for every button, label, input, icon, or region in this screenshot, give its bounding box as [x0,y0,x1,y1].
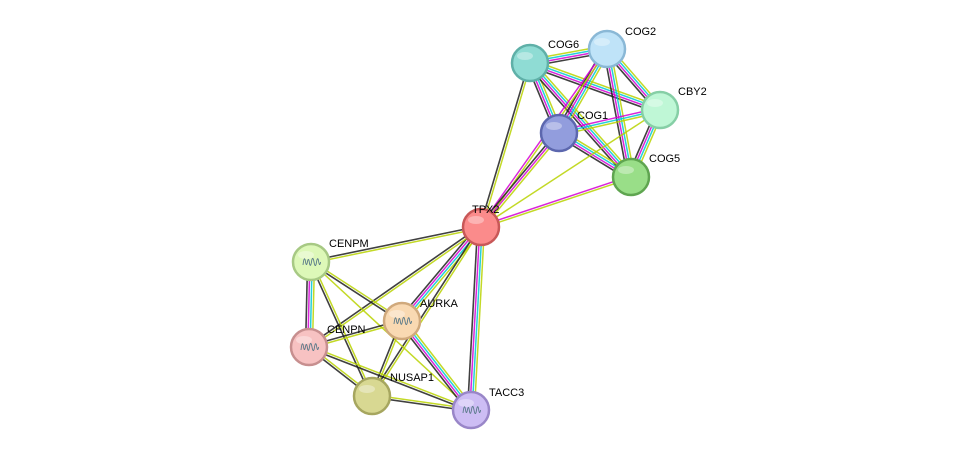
node-highlight [298,251,314,259]
node-highlight [296,336,312,344]
node-label: COG1 [577,110,608,122]
node-highlight [618,166,634,174]
edge-cog2-cog5[interactable] [602,48,636,178]
edge-evidence-textmining [311,261,374,396]
node-circle[interactable] [382,301,422,341]
edge-evidence-databases [530,61,633,177]
edge-tpx2-tacc3[interactable] [466,226,486,411]
edge-evidence-coexpression [466,226,479,410]
node-label: CENPM [329,238,369,250]
edge-tpx2-cenpn[interactable] [307,225,483,349]
edge-evidence-coexpression [398,224,479,320]
edge-evidence-textmining [311,227,482,264]
protein-structure-icon [302,257,322,267]
edge-evidence-databases [530,61,661,110]
edge-cenpm-nusap1[interactable] [309,261,374,397]
node-circle[interactable] [451,390,491,430]
edge-cog6-tpx2[interactable] [479,62,532,228]
node-label: COG5 [649,153,680,165]
node-cog6[interactable]: COG6 [510,39,579,83]
edge-evidence-textmining [372,227,483,398]
node-circle[interactable] [510,43,550,83]
edge-evidence-databases [607,48,633,177]
edge-evidence-textmining [530,59,662,108]
node-cby2[interactable]: CBY2 [640,86,707,130]
node-highlight [647,99,663,107]
node-cog1[interactable]: COG1 [539,110,608,153]
node-cog2[interactable]: COG2 [587,26,656,69]
edge-evidence-experiments [469,226,481,410]
node-highlight [546,122,562,130]
edge-evidence-coexpression [310,225,481,262]
node-label: NUSAP1 [390,372,434,384]
node-label: COG2 [625,26,656,38]
edge-cog1-tpx2[interactable] [478,131,562,229]
protein-structure-icon [300,342,320,352]
edge-cenpn-tacc3[interactable] [308,345,472,412]
node-highlight [517,52,533,60]
node-label: COG6 [548,39,579,51]
edge-evidence-experiments [605,49,631,178]
node-circle[interactable] [289,327,329,367]
edge-cog6-cog5[interactable] [526,60,635,180]
node-circle[interactable] [539,113,579,153]
edge-evidence-textmining [309,345,472,410]
node-circle[interactable] [352,376,392,416]
edge-tpx2-nusap1[interactable] [370,225,483,398]
edge-evidence-coexpression [308,347,471,412]
edge-evidence-textmining [473,227,486,411]
edge-evidence-experiments [400,225,481,321]
edge-evidence-textmining [609,48,636,177]
node-tacc3[interactable]: TACC3 [451,387,524,430]
edge-evidence-textmining [481,177,632,229]
node-circle[interactable] [611,157,651,197]
edge-cog6-cby2[interactable] [528,59,662,114]
node-circle[interactable] [461,207,501,247]
node-cenpn[interactable]: CENPN [289,324,366,367]
node-label: TPX2 [472,204,500,216]
node-highlight [389,310,405,318]
node-label: CENPN [327,324,366,336]
edge-evidence-textmining [481,63,532,228]
edge-evidence-experiments [480,175,631,227]
edge-evidence-textmining [480,109,661,228]
node-circle[interactable] [587,29,627,69]
edge-evidence-textmining [309,227,483,349]
node-circle[interactable] [291,242,331,282]
edge-cog5-tpx2[interactable] [480,175,632,229]
protein-structure-icon [393,316,413,326]
node-circle[interactable] [640,90,680,130]
edge-evidence-coexpression [478,131,558,227]
protein-structure-icon [462,405,482,415]
edge-evidence-coexpression [602,49,629,178]
edge-evidence-textmining [482,133,562,229]
edge-evidence-coexpression [370,225,481,396]
node-nusap1[interactable]: NUSAP1 [352,372,434,416]
edge-evidence-experiments [480,132,560,228]
edge-tpx2-cenpm[interactable] [310,225,482,264]
node-cenpm[interactable]: CENPM [291,238,369,282]
node-label: TACC3 [489,387,524,399]
edge-cby2-tpx2[interactable] [480,109,661,228]
node-label: AURKA [420,298,459,310]
edge-evidence-experiments [529,63,660,112]
node-label: CBY2 [678,86,707,98]
node-tpx2[interactable]: TPX2 [461,204,501,247]
edge-evidence-textmining [532,60,635,176]
edge-evidence-coexpression [307,225,481,347]
edge-evidence-experiments [528,63,631,179]
edge-evidence-coexpression [528,65,660,114]
node-highlight [594,38,610,46]
node-highlight [359,385,375,393]
node-cog5[interactable]: COG5 [611,153,680,197]
edge-evidence-databases [471,227,483,411]
node-aurka[interactable]: AURKA [382,298,459,341]
node-highlight [458,399,474,407]
node-highlight [468,216,484,224]
edge-evidence-coexpression [309,262,372,397]
edge-evidence-coexpression [479,62,530,227]
